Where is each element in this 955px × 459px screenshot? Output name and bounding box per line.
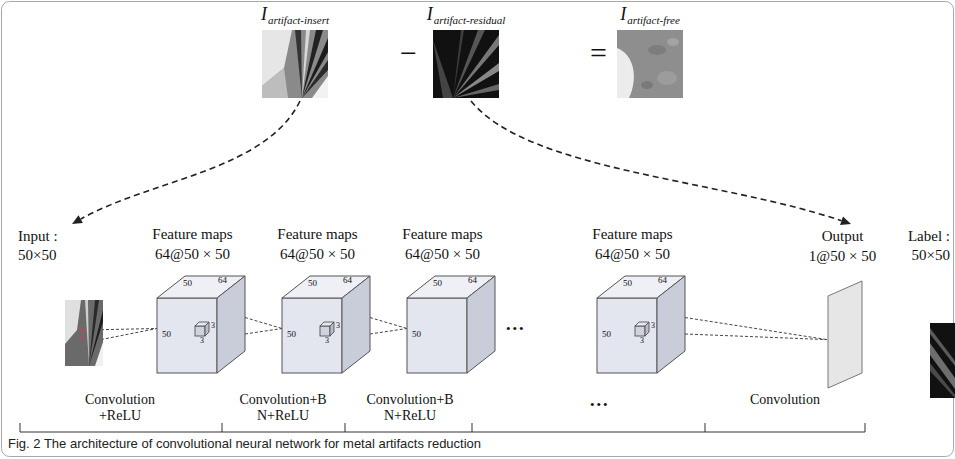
cube-dimension: 50: [602, 330, 611, 339]
cube-dimension: 64: [658, 276, 667, 285]
cube-dimension: 50: [623, 279, 632, 288]
arrow-head: [840, 217, 851, 226]
label-title: Label :: [908, 228, 950, 245]
layer-label: Convolution+B N+ReLU: [233, 392, 333, 424]
dashed-arrow: [72, 101, 300, 224]
image-node: Iartifact-free: [600, 4, 700, 98]
cube-dimension: 64: [468, 276, 477, 285]
label-node: Label : 50×50: [897, 228, 955, 400]
feature-map-cube: [155, 268, 247, 378]
output-title: Output: [822, 228, 864, 245]
feature-map-size: 64@50 × 50: [595, 246, 670, 263]
kernel-size: 3: [325, 337, 329, 345]
projection-line: [685, 334, 827, 340]
symbol-letter: I: [261, 4, 267, 24]
kernel-size: 3: [200, 337, 204, 345]
feature-map-cube: [405, 268, 497, 378]
dashed-arrow: [471, 101, 851, 225]
feature-map-cube: [280, 268, 372, 378]
image-title: Iartifact-residual: [427, 4, 506, 27]
image-title: Iartifact-free: [620, 4, 680, 27]
cube-dimension: 50: [162, 330, 171, 339]
cube-dimension: 64: [343, 276, 352, 285]
cube-dimension: 50: [308, 279, 317, 288]
input-size: 50×50: [18, 247, 56, 264]
feature-map-node: Feature maps 64@50 × 50 50 64 50 33: [565, 226, 700, 381]
projection-lines: [685, 318, 827, 340]
projection-lines: [245, 318, 282, 335]
dashed-curve: [81, 101, 300, 219]
cube-dimension: 50: [433, 279, 442, 288]
free-image: [617, 30, 683, 98]
ellipsis-dots: •••: [590, 398, 610, 413]
output-size: 1@50 × 50: [809, 248, 876, 265]
projection-line: [370, 329, 407, 335]
kernel-size: 3: [211, 322, 215, 330]
feature-map-node: Feature maps 64@50 × 50 50 64 50: [375, 226, 510, 381]
layer-label: Convolution: [735, 392, 835, 408]
equals-operator: =: [590, 36, 607, 71]
input-image: [65, 300, 103, 366]
symbol-letter: I: [620, 4, 626, 24]
layer-label: Convolution+B N+ReLU: [360, 392, 460, 424]
dashed-curve: [471, 101, 842, 221]
cube-dimension: 50: [287, 330, 296, 339]
feature-map-node: Feature maps 64@50 × 50 50 64 50 33: [125, 226, 260, 381]
minus-operator: −: [400, 36, 417, 71]
feature-map-title: Feature maps: [277, 226, 357, 243]
projection-line: [101, 329, 157, 340]
cube-dimension: 50: [412, 330, 421, 339]
feature-map-size: 64@50 × 50: [280, 246, 355, 263]
kernel-size: 3: [640, 337, 644, 345]
feature-map-title: Feature maps: [402, 226, 482, 243]
projection-line: [245, 329, 282, 335]
layer-label: Convolution +ReLU: [72, 392, 168, 424]
projection-line: [685, 318, 827, 340]
figure-caption: Fig. 2 The architecture of convolutional…: [8, 437, 481, 452]
image-title: Iartifact-insert: [261, 4, 329, 27]
feature-map-title: Feature maps: [152, 226, 232, 243]
label-image: [930, 323, 955, 398]
projection-line: [370, 318, 407, 329]
ellipsis-dots: •••: [506, 322, 526, 337]
output-plane: [825, 278, 865, 390]
symbol-subscript: artifact-insert: [268, 14, 329, 26]
projection-line: [245, 318, 282, 329]
residual-image: [433, 30, 499, 98]
symbol-letter: I: [427, 4, 433, 24]
image-node: Iartifact-insert: [245, 4, 345, 98]
input-title: Input :: [18, 228, 58, 245]
projection-lines: [370, 318, 407, 335]
label-size: 50×50: [912, 247, 950, 264]
symbol-subscript: artifact-residual: [434, 14, 506, 26]
input-node: Input : 50×50: [15, 228, 110, 368]
layer-bracket: [20, 423, 865, 432]
output-node: Output 1@50 × 50: [800, 228, 885, 390]
cube-dimension: 50: [183, 279, 192, 288]
feature-map-node: Feature maps 64@50 × 50 50 64 50 33: [250, 226, 385, 381]
kernel-size: 3: [336, 322, 340, 330]
feature-map-title: Feature maps: [592, 226, 672, 243]
feature-map-cube: [595, 268, 687, 378]
kernel-size: 3: [651, 322, 655, 330]
cube-dimension: 64: [218, 276, 227, 285]
symbol-subscript: artifact-free: [627, 14, 680, 26]
insert-image: [262, 30, 328, 98]
feature-map-size: 64@50 × 50: [155, 246, 230, 263]
arrow-head: [72, 215, 83, 224]
projection-lines: [101, 329, 157, 340]
projection-line: [101, 329, 157, 330]
feature-map-size: 64@50 × 50: [405, 246, 480, 263]
image-node: Iartifact-residual: [416, 4, 516, 98]
